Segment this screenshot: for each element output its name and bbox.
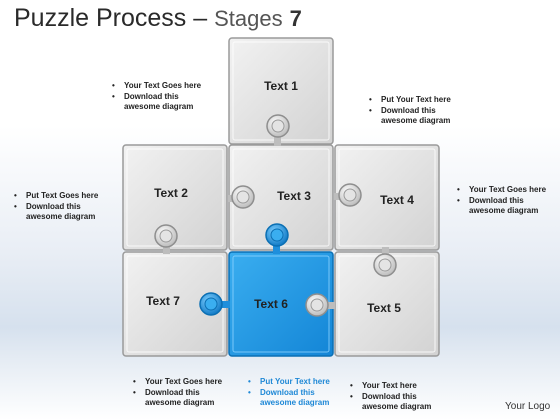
connector-knob (228, 185, 255, 209)
piece-3-label: Text 3 (277, 189, 311, 203)
note-line: Put Text Goes here (14, 191, 98, 202)
note-line: awesome diagram (26, 212, 96, 221)
connector-knob (334, 183, 362, 207)
note-line: awesome diagram (362, 402, 432, 411)
piece-7: Text 7 (122, 251, 228, 357)
note-bottom-left: Your Text Goes here Download this awesom… (133, 377, 222, 409)
connector-knob (266, 114, 290, 146)
note-line: awesome diagram (381, 116, 451, 125)
note-line: awesome diagram (469, 206, 539, 215)
note-line: Your Text Goes here (457, 185, 546, 196)
note-line: Download this (133, 388, 222, 399)
connector-knob-highlight (199, 292, 230, 316)
connector-knob-highlight (265, 223, 289, 254)
connector-knob (373, 247, 397, 277)
note-bottom-center: Put Your Text here Download this awesome… (248, 377, 330, 409)
piece-1-label: Text 1 (264, 79, 298, 93)
note-mid-right: Your Text Goes here Download this awesom… (457, 185, 546, 217)
connector-knob (154, 224, 178, 254)
piece-2: Text 2 (122, 144, 228, 251)
note-line: awesome diagram (260, 398, 330, 407)
piece-4-label: Text 4 (380, 193, 414, 207)
title-dash: – (193, 4, 208, 32)
note-line: Download this (369, 106, 451, 117)
note-line: awesome diagram (145, 398, 215, 407)
note-line: Your Text Goes here (133, 377, 222, 388)
note-line: Put Your Text here (248, 377, 330, 388)
note-line: Put Your Text here (369, 95, 451, 106)
connector-knob (305, 293, 335, 317)
note-top-right: Put Your Text here Download this awesome… (369, 95, 451, 127)
logo-text: Your Logo (505, 401, 551, 412)
title-subtitle: Stages (214, 6, 283, 31)
piece-7-label: Text 7 (146, 294, 180, 308)
note-line: Your Text Goes here (112, 81, 201, 92)
piece-5-label: Text 5 (367, 301, 401, 315)
note-line: Your Text here (350, 381, 431, 392)
note-mid-left: Put Text Goes here Download this awesome… (14, 191, 98, 223)
title-stage-number: 7 (289, 6, 302, 31)
note-line: Download this (248, 388, 330, 399)
note-line: Download this (457, 196, 546, 207)
note-line: Download this (112, 92, 201, 103)
note-line: awesome diagram (124, 102, 194, 111)
piece-6-label: Text 6 (254, 297, 288, 311)
note-top-left: Your Text Goes here Download this awesom… (112, 81, 201, 113)
page-title: Puzzle Process – Stages 7 (14, 4, 302, 33)
title-main: Puzzle Process (14, 4, 187, 32)
note-line: Download this (350, 392, 431, 403)
piece-2-label: Text 2 (154, 186, 188, 200)
note-line: Download this (14, 202, 98, 213)
note-bottom-right: Your Text here Download this awesome dia… (350, 381, 431, 413)
